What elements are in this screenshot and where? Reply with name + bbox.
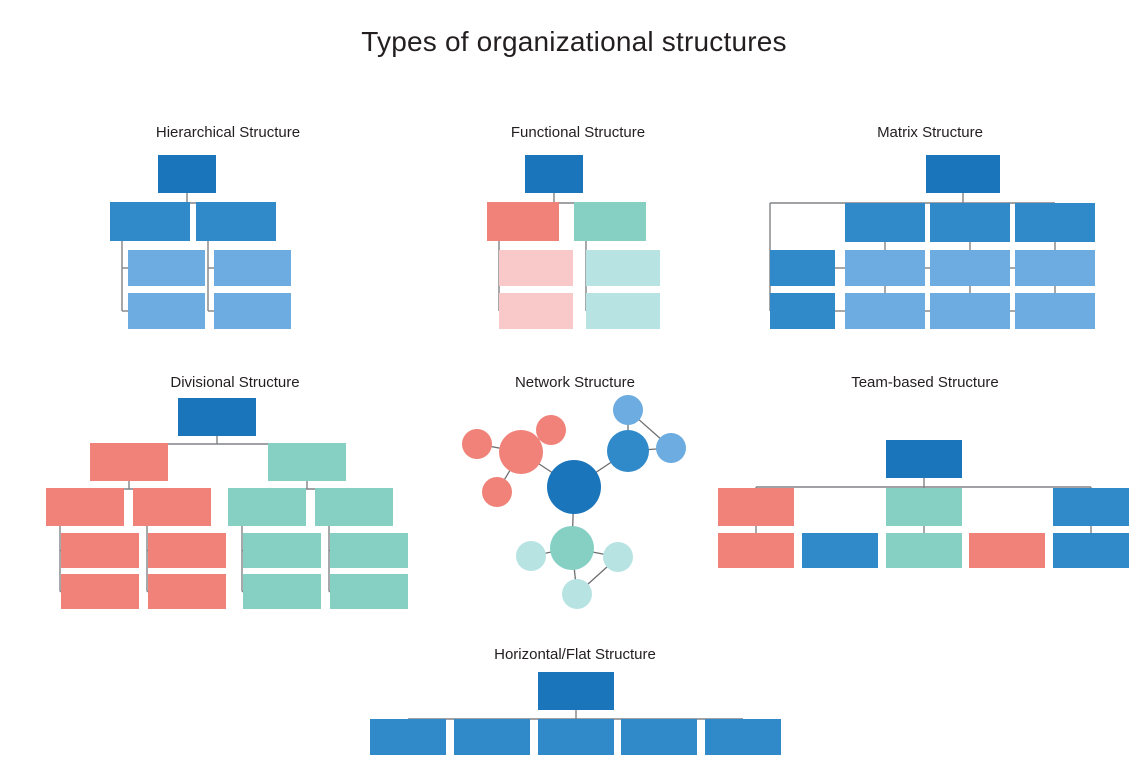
- horizontal-flat-node-peer-1[interactable]: [370, 719, 446, 755]
- divisional-node-sub-a2[interactable]: [133, 488, 211, 526]
- hierarchical-node-l3-a2[interactable]: [128, 293, 205, 329]
- matrix-node-row-1[interactable]: [770, 250, 835, 286]
- matrix-node-cell-2-1[interactable]: [845, 293, 925, 329]
- divisional-node-leaf-a1[interactable]: [61, 533, 139, 568]
- matrix-node-cell-1-2[interactable]: [930, 250, 1010, 286]
- panel-title-functional: Functional Structure: [510, 124, 646, 141]
- horizontal-flat-node-peer-5[interactable]: [705, 719, 781, 755]
- matrix-node-cell-1-3[interactable]: [1015, 250, 1095, 286]
- divisional-node-leaf-b3[interactable]: [330, 533, 408, 568]
- divisional-node-leaf-b4[interactable]: [330, 574, 408, 609]
- divisional-node-leaf-b1[interactable]: [243, 533, 321, 568]
- divisional-node-leaf-b2[interactable]: [243, 574, 321, 609]
- divisional-node-sub-b2[interactable]: [315, 488, 393, 526]
- functional-node-root[interactable]: [525, 155, 583, 193]
- team-based-node-member-4[interactable]: [969, 533, 1045, 568]
- divisional-node-sub-a1[interactable]: [46, 488, 124, 526]
- panel-title-team-based: Team-based Structure: [851, 374, 999, 391]
- hierarchical-node-l3-a1[interactable]: [128, 250, 205, 286]
- functional-node-l3-a2[interactable]: [499, 293, 573, 329]
- network-hub-teal[interactable]: [550, 526, 594, 570]
- network-node-teal-3[interactable]: [562, 579, 592, 609]
- network-hub-center[interactable]: [547, 460, 601, 514]
- hierarchical-node-l2-b[interactable]: [196, 202, 276, 241]
- matrix-node-col-1[interactable]: [845, 203, 925, 242]
- divisional-node-leaf-a3[interactable]: [148, 533, 226, 568]
- matrix-node-col-3[interactable]: [1015, 203, 1095, 242]
- panel-title-hierarchical: Hierarchical Structure: [155, 124, 301, 141]
- hierarchical-node-root[interactable]: [158, 155, 216, 193]
- network-node-teal-1[interactable]: [516, 541, 546, 571]
- network-node-blue-1[interactable]: [613, 395, 643, 425]
- horizontal-flat-node-peer-3[interactable]: [538, 719, 614, 755]
- node-layer: [46, 155, 1129, 755]
- team-based-node-member-1[interactable]: [718, 533, 794, 568]
- panel-title-network: Network Structure: [514, 374, 636, 391]
- team-based-node-member-3[interactable]: [886, 533, 962, 568]
- page-title: Types of organizational structures: [361, 26, 787, 57]
- team-based-node-member-5[interactable]: [1053, 533, 1129, 568]
- horizontal-flat-node-peer-4[interactable]: [621, 719, 697, 755]
- network-node-salmon-3[interactable]: [482, 477, 512, 507]
- divisional-node-sub-b1[interactable]: [228, 488, 306, 526]
- functional-node-l2-b[interactable]: [574, 202, 646, 241]
- team-based-node-team-a[interactable]: [718, 488, 794, 526]
- network-hub-salmon[interactable]: [499, 430, 543, 474]
- matrix-node-cell-1-1[interactable]: [845, 250, 925, 286]
- team-based-node-root[interactable]: [886, 440, 962, 478]
- divisional-node-leaf-a4[interactable]: [148, 574, 226, 609]
- functional-node-l3-b1[interactable]: [586, 250, 660, 286]
- matrix-node-cell-2-3[interactable]: [1015, 293, 1095, 329]
- divisional-node-root[interactable]: [178, 398, 256, 436]
- horizontal-flat-node-root[interactable]: [538, 672, 614, 710]
- horizontal-flat-node-peer-2[interactable]: [454, 719, 530, 755]
- divisional-node-div-b[interactable]: [268, 443, 346, 481]
- functional-node-l2-a[interactable]: [487, 202, 559, 241]
- panel-title-matrix: Matrix Structure: [877, 124, 983, 141]
- divisional-node-leaf-a2[interactable]: [61, 574, 139, 609]
- functional-node-l3-a1[interactable]: [499, 250, 573, 286]
- matrix-node-cell-2-2[interactable]: [930, 293, 1010, 329]
- network-node-salmon-2[interactable]: [536, 415, 566, 445]
- team-based-node-team-b[interactable]: [886, 488, 962, 526]
- hierarchical-node-l3-b2[interactable]: [214, 293, 291, 329]
- team-based-node-team-c[interactable]: [1053, 488, 1129, 526]
- network-hub-blue[interactable]: [607, 430, 649, 472]
- hierarchical-node-l3-b1[interactable]: [214, 250, 291, 286]
- network-node-blue-2[interactable]: [656, 433, 686, 463]
- panel-title-horizontal-flat: Horizontal/Flat Structure: [494, 646, 656, 663]
- panel-title-divisional: Divisional Structure: [170, 374, 300, 391]
- network-node-salmon-1[interactable]: [462, 429, 492, 459]
- functional-node-l3-b2[interactable]: [586, 293, 660, 329]
- matrix-node-col-2[interactable]: [930, 203, 1010, 242]
- team-based-node-member-2[interactable]: [802, 533, 878, 568]
- divisional-node-div-a[interactable]: [90, 443, 168, 481]
- hierarchical-node-l2-a[interactable]: [110, 202, 190, 241]
- network-node-teal-2[interactable]: [603, 542, 633, 572]
- matrix-node-root[interactable]: [926, 155, 1000, 193]
- matrix-node-row-2[interactable]: [770, 293, 835, 329]
